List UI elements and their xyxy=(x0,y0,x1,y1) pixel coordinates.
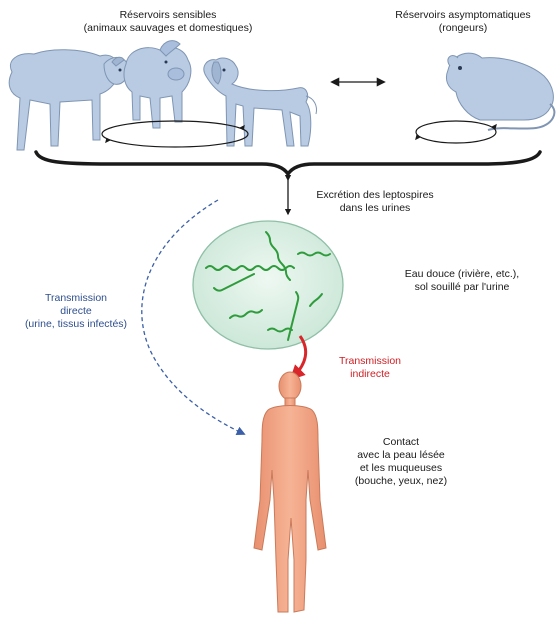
water-drop-icon xyxy=(193,221,343,349)
pig-icon xyxy=(124,41,191,128)
contact-line4: (bouche, yeux, nez) xyxy=(326,475,476,488)
indirect-transmission-label: Transmission indirecte xyxy=(320,355,420,381)
excretion-label: Excrétion des leptospires dans les urine… xyxy=(300,189,450,215)
reservoirs-brace xyxy=(36,152,540,174)
human-icon xyxy=(254,372,326,612)
asymptomatic-reservoirs-title: Réservoirs asymptomatiques xyxy=(368,9,558,22)
asymptomatic-reservoirs-subtitle: (rongeurs) xyxy=(368,22,558,35)
contact-line3: et les muqueuses xyxy=(326,462,476,475)
contact-line2: avec la peau lésée xyxy=(326,449,476,462)
dog-icon xyxy=(204,58,317,146)
excretion-line2: dans les urines xyxy=(300,202,450,215)
sensitive-reservoir-cycle-icon xyxy=(102,121,248,147)
environment-line1: Eau douce (rivière, etc.), xyxy=(362,268,559,281)
environment-line2: sol souillé par l'urine xyxy=(362,281,559,294)
contact-label: Contact avec la peau lésée et les muqueu… xyxy=(326,436,476,488)
sensitive-reservoirs-subtitle: (animaux sauvages et domestiques) xyxy=(48,22,288,35)
excretion-line1: Excrétion des leptospires xyxy=(300,189,450,202)
sheep-icon xyxy=(9,50,128,150)
asymptomatic-reservoir-cycle-icon xyxy=(416,121,496,143)
sensitive-reservoirs-label: Réservoirs sensibles (animaux sauvages e… xyxy=(48,9,288,35)
indirect-transmission-line1: Transmission xyxy=(320,355,420,368)
direct-transmission-line3: (urine, tissus infectés) xyxy=(0,318,152,331)
direct-transmission-line1: Transmission xyxy=(0,292,152,305)
direct-transmission-line2: directe xyxy=(0,305,152,318)
asymptomatic-reservoirs-label: Réservoirs asymptomatiques (rongeurs) xyxy=(368,9,558,35)
contact-line1: Contact xyxy=(326,436,476,449)
direct-transmission-label: Transmission directe (urine, tissus infe… xyxy=(0,292,152,331)
sensitive-reservoirs-title: Réservoirs sensibles xyxy=(48,9,288,22)
indirect-transmission-line2: indirecte xyxy=(320,368,420,381)
rat-icon xyxy=(446,53,554,130)
environment-label: Eau douce (rivière, etc.), sol souillé p… xyxy=(362,268,559,294)
